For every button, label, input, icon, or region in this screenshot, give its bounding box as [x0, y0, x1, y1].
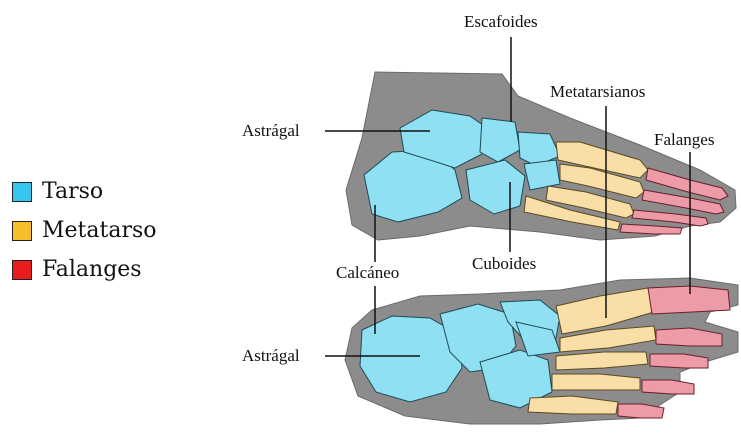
dorsal-phalanx-3 [650, 354, 708, 368]
label-escafoides: Escafoides [464, 12, 538, 32]
dorsal-foot-view [345, 278, 738, 424]
label-astragal-bottom: Astrágal [242, 346, 300, 366]
dorsal-phalanx-1 [648, 286, 730, 314]
tarso-swatch [12, 182, 32, 202]
legend-label-tarso: Tarso [42, 179, 103, 204]
label-cuboides: Cuboides [472, 254, 536, 274]
legend-item-falanges: Falanges [12, 250, 157, 289]
legend-item-tarso: Tarso [12, 172, 157, 211]
label-metatarsianos: Metatarsianos [550, 82, 645, 102]
label-astragal-top: Astrágal [242, 121, 300, 141]
legend: Tarso Metatarso Falanges [12, 172, 157, 289]
legend-label-metatarso: Metatarso [42, 218, 157, 243]
dorsal-phalanx-4 [642, 380, 694, 394]
falanges-swatch [12, 260, 32, 280]
lateral-foot-view [346, 72, 736, 240]
legend-label-falanges: Falanges [42, 257, 142, 282]
dorsal-metatarsal-4 [552, 374, 640, 390]
label-calcaneo: Calcáneo [336, 263, 399, 283]
cuneiform-bone-2 [524, 160, 560, 190]
label-falanges: Falanges [654, 130, 714, 150]
metatarso-swatch [12, 221, 32, 241]
legend-item-metatarso: Metatarso [12, 211, 157, 250]
